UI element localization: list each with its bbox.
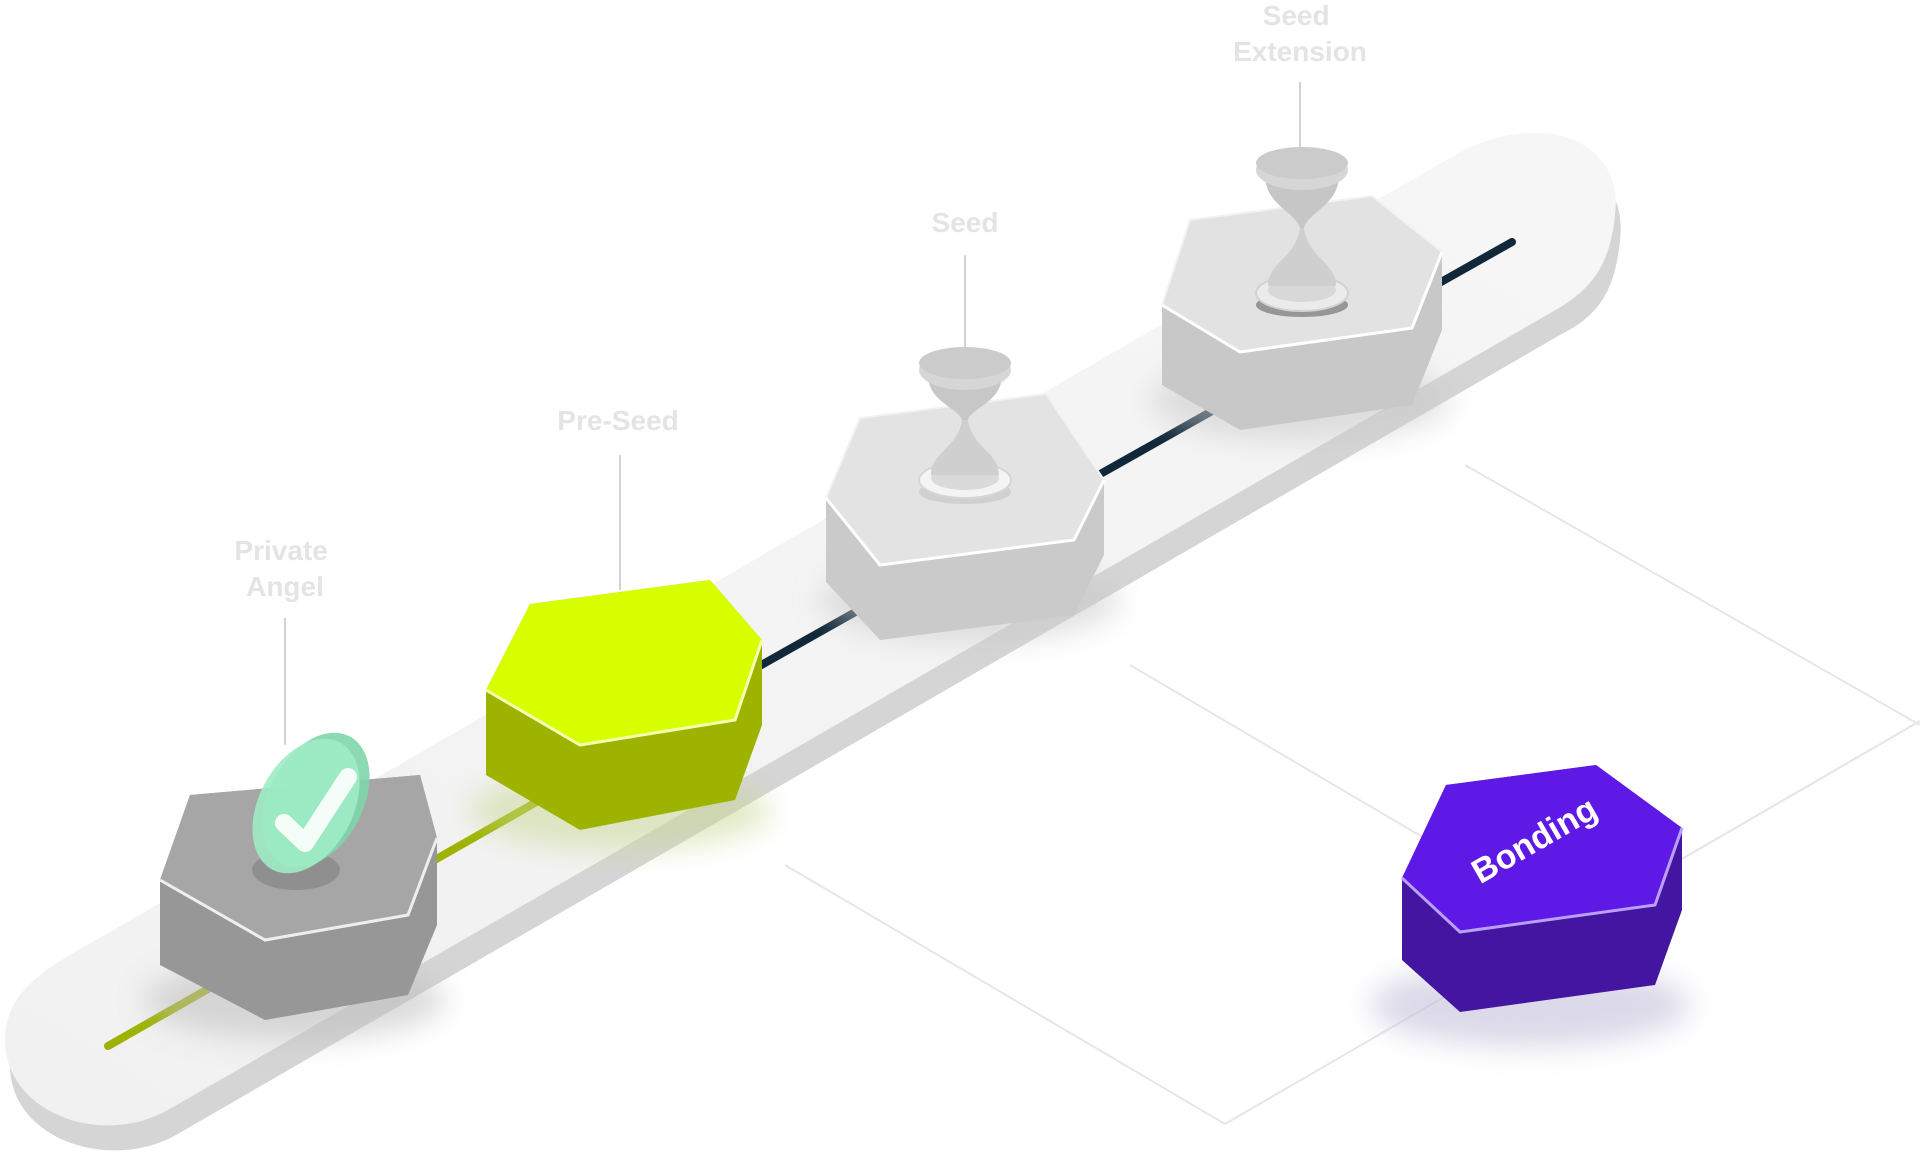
stage-block-seed[interactable] xyxy=(820,347,1120,642)
stage-block-private-angel[interactable] xyxy=(145,714,445,1040)
stage-block-seed-extension[interactable] xyxy=(1150,147,1450,442)
stage-block-pre-seed[interactable] xyxy=(470,580,770,850)
hourglass-icon xyxy=(918,347,1012,504)
hourglass-icon xyxy=(1255,147,1349,317)
stage-label-private-angel: Private Angel xyxy=(234,535,335,602)
stage-label-pre-seed: Pre-Seed xyxy=(557,405,678,436)
stage-label-seed-extension: Seed Extension xyxy=(1233,0,1367,67)
background-outline xyxy=(784,464,1920,1126)
bonding-block[interactable]: Bonding xyxy=(1370,765,1690,1047)
leader-lines xyxy=(284,82,1301,745)
stage-labels: Private Angel Pre-Seed Seed Seed Extensi… xyxy=(234,0,1367,602)
stage-label-seed: Seed xyxy=(932,207,999,238)
check-icon xyxy=(252,732,370,890)
